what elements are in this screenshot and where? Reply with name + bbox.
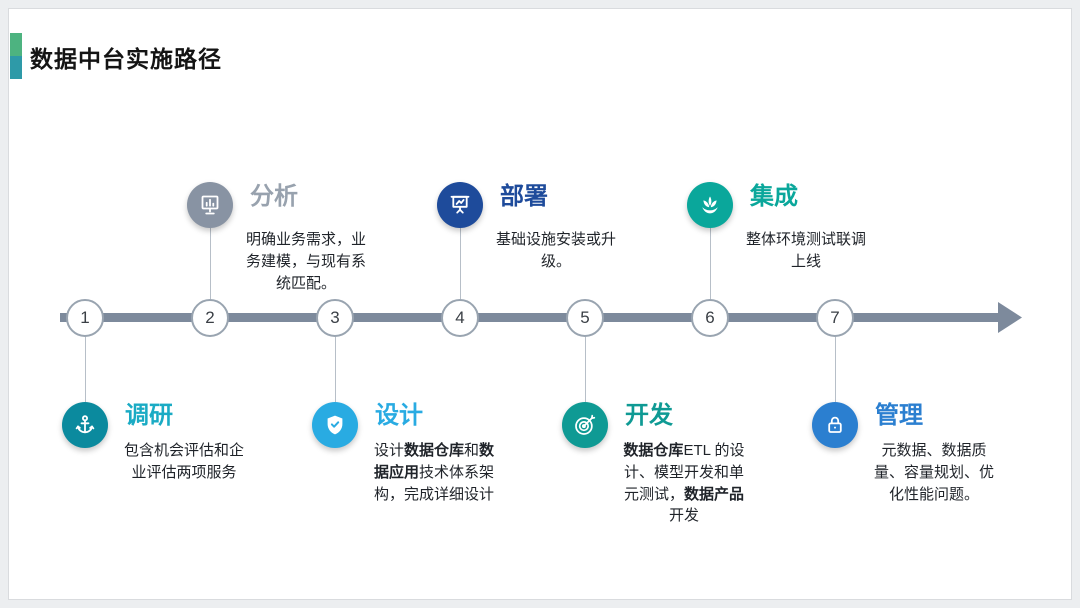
title-accent-green xyxy=(10,33,22,56)
step-number-badge: 5 xyxy=(566,299,604,337)
step-connector xyxy=(835,337,836,402)
timeline-bar xyxy=(60,313,1000,322)
title-accent-teal xyxy=(10,56,22,79)
step-number-badge: 1 xyxy=(66,299,104,337)
step-connector xyxy=(460,228,461,299)
step-connector xyxy=(210,228,211,299)
step-label: 集成 xyxy=(750,183,798,210)
step-description: 明确业务需求，业务建模，与现有系统匹配。 xyxy=(245,231,366,292)
step-description: 基础设施安装或升级。 xyxy=(495,231,616,270)
step-number-badge: 7 xyxy=(816,299,854,337)
step-label: 分析 xyxy=(250,183,298,210)
step-connector xyxy=(85,337,86,402)
anchor-icon xyxy=(62,402,108,448)
bar-chart-icon xyxy=(187,182,233,228)
step-description: 设计数据仓库和数据应用技术体系架构，完成详细设计 xyxy=(373,442,495,503)
step-connector xyxy=(710,228,711,299)
step-description: 元数据、数据质量、容量规划、优化性能问题。 xyxy=(873,442,994,503)
step-label: 设计 xyxy=(375,402,423,429)
page-title: 数据中台实施路径 xyxy=(30,46,222,72)
lotus-icon xyxy=(687,182,733,228)
step-label: 部署 xyxy=(500,183,548,210)
step-number-badge: 4 xyxy=(441,299,479,337)
timeline-arrow-icon xyxy=(998,302,1022,333)
step-label: 开发 xyxy=(625,402,673,429)
step-description: 包含机会评估和企业评估两项服务 xyxy=(123,442,244,481)
step-label: 调研 xyxy=(125,402,173,429)
step-connector xyxy=(335,337,336,402)
presentation-chart-icon xyxy=(437,182,483,228)
step-number-badge: 6 xyxy=(691,299,729,337)
step-label: 管理 xyxy=(875,402,923,429)
title-accent xyxy=(10,33,22,79)
step-description: 数据仓库ETL 的设计、模型开发和单元测试，数据产品开发 xyxy=(623,442,745,525)
lock-icon xyxy=(812,402,858,448)
shield-check-icon xyxy=(312,402,358,448)
step-connector xyxy=(585,337,586,402)
target-icon xyxy=(562,402,608,448)
step-number-badge: 2 xyxy=(191,299,229,337)
step-number-badge: 3 xyxy=(316,299,354,337)
step-description: 整体环境测试联调上线 xyxy=(745,231,866,270)
